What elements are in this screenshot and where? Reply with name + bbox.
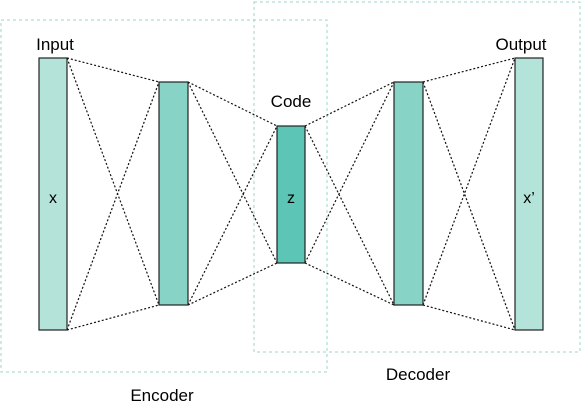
output-layer	[514, 57, 544, 331]
encoder-region	[0, 19, 328, 373]
edge-hidden1-code-bottom	[187, 262, 278, 306]
edge-hidden2-output-cross-a	[422, 81, 516, 331]
encoder-hidden-layer	[158, 81, 189, 306]
decoder-region	[253, 1, 581, 353]
edge-code-hidden2-top	[304, 81, 395, 127]
x-label: x	[49, 190, 57, 207]
input-label: Input	[36, 35, 74, 54]
edge-hidden2-output-top	[422, 57, 516, 83]
encoder-label: Encoder	[130, 386, 194, 405]
edge-hidden1-code-top	[187, 81, 278, 127]
edge-code-hidden2-cross-a	[304, 125, 395, 306]
edge-input-hidden1-bottom	[66, 304, 160, 331]
edge-hidden2-output-bottom	[422, 304, 516, 331]
code-layer	[276, 125, 306, 264]
code-label: Code	[271, 92, 312, 111]
decoder-hidden-layer	[393, 81, 424, 306]
x-prime-label: x’	[523, 190, 535, 207]
input-layer	[38, 57, 68, 331]
decoder-label: Decoder	[386, 365, 451, 384]
edge-hidden2-output-cross-b	[422, 57, 516, 306]
edge-input-hidden1-cross-b	[66, 81, 160, 331]
edge-hidden1-code-cross-a	[187, 81, 278, 264]
edge-hidden1-code-cross-b	[187, 125, 278, 306]
output-label: Output	[495, 35, 546, 54]
edge-code-hidden2-bottom	[304, 262, 395, 306]
edge-code-hidden2-cross-b	[304, 81, 395, 264]
edge-input-hidden1-cross-a	[66, 57, 160, 306]
edge-input-hidden1-top	[66, 57, 160, 83]
z-label: z	[287, 190, 295, 207]
connections	[66, 57, 516, 331]
